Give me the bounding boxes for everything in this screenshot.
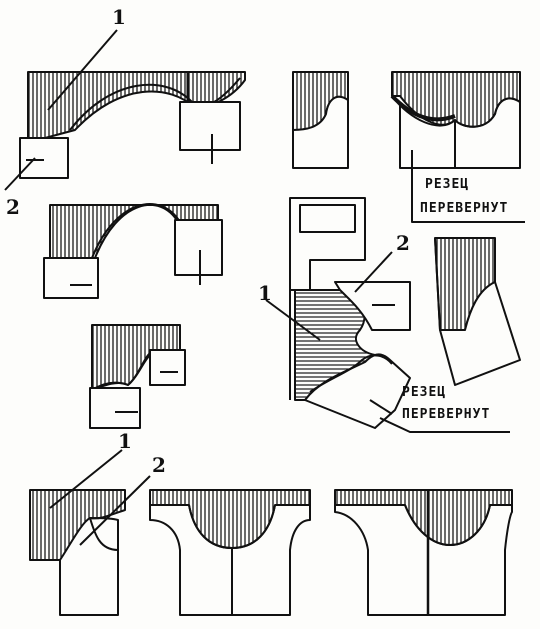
label-2-top: 2 <box>6 195 20 219</box>
caption-top-line1: РЕЗЕЦ <box>425 177 469 192</box>
cutter-tool-2-center <box>334 281 411 331</box>
cutter-reversed-center <box>304 353 411 429</box>
leader-2-center <box>354 251 393 293</box>
caption-top-line2: ПЕРЕВЕРНУТ <box>420 201 508 216</box>
leader-2-bottom <box>79 475 151 546</box>
cutter-tool-2 <box>19 137 69 179</box>
profile-arch-wide <box>27 71 246 139</box>
profile-reversed-top <box>390 71 521 169</box>
leader-caption-middle <box>379 417 510 433</box>
leader-2-top <box>4 157 36 191</box>
cutter-tool-middle-right <box>174 219 223 285</box>
profile-cove <box>292 71 349 169</box>
leader-1-center <box>265 299 321 341</box>
cutter-tool-middle-left <box>43 257 99 299</box>
bottom-profile-3 <box>334 489 513 616</box>
cutter-tool-ogee <box>89 349 186 429</box>
machine-spindle <box>289 197 366 400</box>
label-1-top: 1 <box>112 5 126 29</box>
label-1-bottom: 1 <box>118 429 132 453</box>
caption-middle-line2: ПЕРЕВЕРНУТ <box>402 407 490 422</box>
label-2-bottom: 2 <box>152 453 166 477</box>
leader-1-bottom <box>49 449 123 509</box>
bottom-profile-2 <box>149 489 311 616</box>
angled-tool <box>434 237 521 386</box>
leader-caption-top <box>411 150 525 223</box>
bottom-profile-1 <box>29 489 126 616</box>
caption-middle-line1: РЕЗЕЦ <box>402 385 446 400</box>
label-2-middle: 2 <box>396 231 410 255</box>
label-1-middle: 1 <box>258 281 272 305</box>
cutter-tool-right <box>179 101 241 164</box>
leader-1-top <box>47 29 118 111</box>
